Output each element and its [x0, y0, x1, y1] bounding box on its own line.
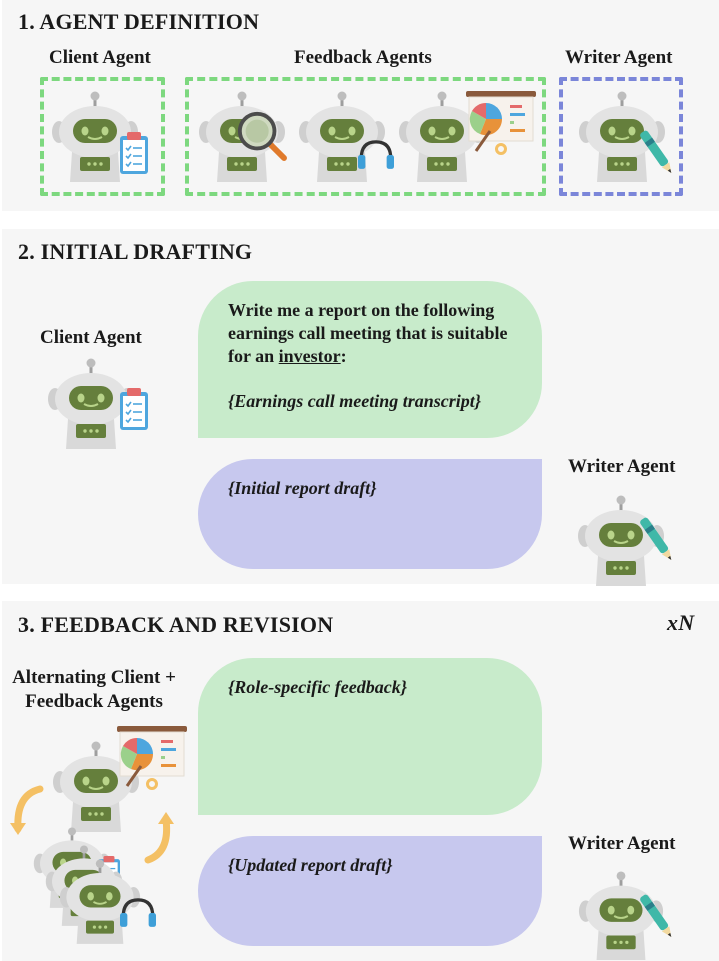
updated-draft-bubble: {Updated report draft} — [198, 836, 542, 946]
prompt-line-2: earnings call meeting that is suitable — [228, 323, 508, 343]
magnifier-icon — [236, 110, 286, 160]
feedback-text: {Role-specific feedback} — [228, 677, 407, 697]
prompt-line-3-prefix: for an — [228, 346, 279, 366]
writer-agent-label-2: Writer Agent — [568, 456, 676, 477]
client-agent-label-2: Client Agent — [40, 327, 142, 348]
presentation-chart-icon — [464, 89, 538, 155]
client-agent-box — [40, 77, 165, 196]
presentation-chart-icon-2 — [115, 724, 189, 790]
alternating-label-line2: Feedback Agents — [25, 691, 163, 712]
headphones-icon — [356, 140, 396, 171]
writer-agent-label-3: Writer Agent — [568, 833, 676, 854]
prompt-role: investor — [278, 346, 341, 366]
initial-draft-text: {Initial report draft} — [228, 478, 377, 498]
client-prompt-bubble: Write me a report on the following earni… — [198, 281, 542, 438]
pen-icon — [638, 129, 676, 176]
clipboard-icon-2 — [119, 387, 149, 431]
section2-heading: 2. INITIAL DRAFTING — [18, 239, 253, 264]
updated-draft-text: {Updated report draft} — [228, 855, 393, 875]
feedback-agents-label: Feedback Agents — [294, 47, 432, 68]
section1-heading: 1. AGENT DEFINITION — [18, 9, 260, 34]
headphones-icon-2 — [118, 898, 158, 929]
feedback-bubble: {Role-specific feedback} — [198, 658, 542, 815]
section3-heading: 3. FEEDBACK AND REVISION — [18, 612, 334, 637]
client-agent-label: Client Agent — [49, 47, 151, 68]
alternating-agents-label: Alternating Client + Feedback Agents — [4, 666, 184, 714]
repeat-count-label: xN — [667, 610, 695, 635]
prompt-line-1: Write me a report on the following — [228, 300, 495, 320]
cycle-arrow-icon-right — [144, 812, 174, 864]
alternating-label-line1: Alternating Client + — [12, 667, 176, 688]
writer-agent-box — [559, 77, 683, 196]
writer-agent-label: Writer Agent — [565, 47, 673, 68]
prompt-line-3: for an investor: — [228, 345, 512, 368]
pen-icon-3 — [638, 893, 676, 940]
clipboard-icon — [119, 131, 149, 175]
feedback-agents-box — [185, 77, 546, 196]
pen-icon-2 — [638, 516, 676, 563]
initial-draft-bubble: {Initial report draft} — [198, 459, 542, 569]
cycle-arrow-icon-left — [10, 785, 44, 835]
prompt-line-3-suffix: : — [340, 346, 347, 366]
prompt-transcript: {Earnings call meeting transcript} — [228, 391, 482, 411]
